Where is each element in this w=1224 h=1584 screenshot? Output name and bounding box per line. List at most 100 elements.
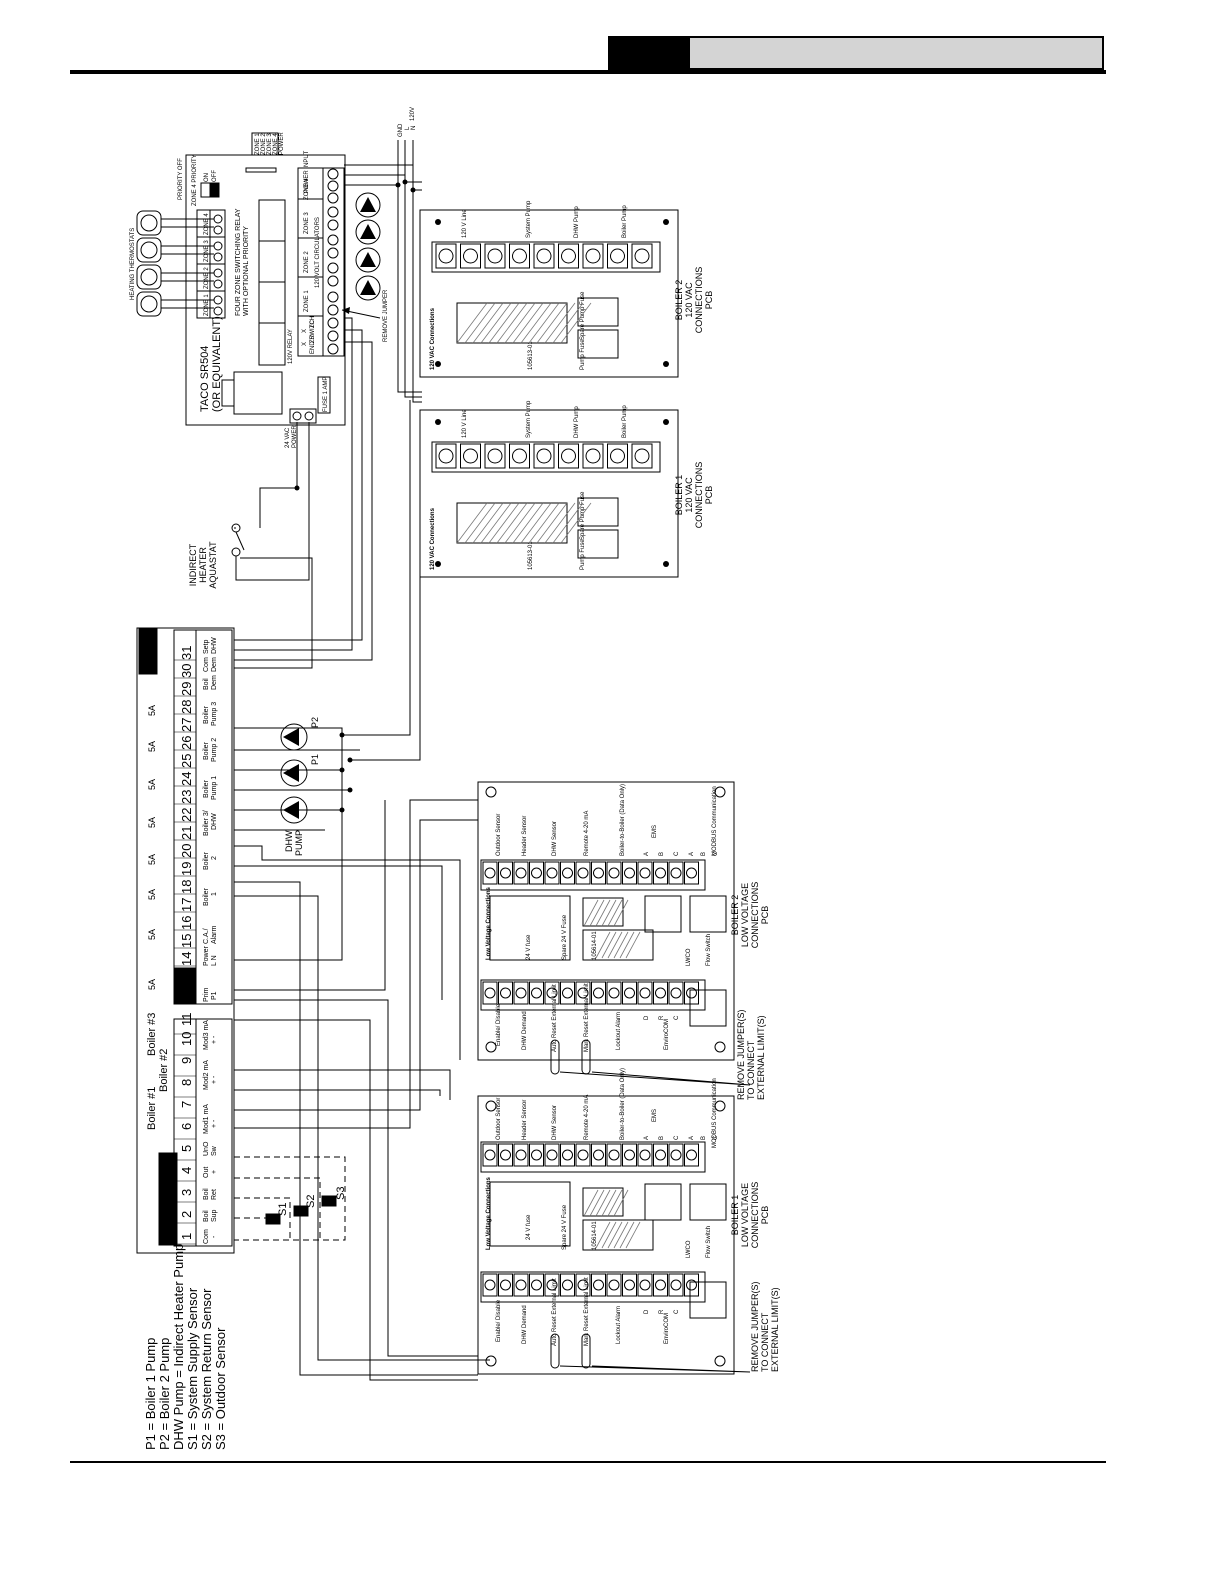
- lv-screw: [686, 987, 697, 999]
- pump-dhw-label-1: DHW: [284, 830, 294, 852]
- pcb120-screw: [561, 448, 576, 464]
- lv-screw-housing: [560, 981, 575, 1005]
- lv-b2-fuse: 24 V fuse: [526, 934, 532, 960]
- power-input-label: POWER INPUT: [304, 150, 310, 193]
- lv-screw: [484, 987, 496, 999]
- pcb120-screw: [634, 248, 650, 264]
- fuse-rating-5: 5A: [147, 817, 157, 828]
- pcb120-hatch: [480, 302, 512, 344]
- svg-text:C: C: [713, 1135, 719, 1140]
- taco-subtitle-line2: WITH OPTIONAL PRIORITY: [243, 226, 250, 316]
- zone4-label: ZONE 4: [204, 213, 210, 235]
- svg-text:120 VAC: 120 VAC: [684, 477, 694, 513]
- lv-b2-spare: Spare 24 V Fuse: [562, 914, 568, 960]
- heating-thermostats: [136, 210, 214, 317]
- pcb120-hatch: [472, 502, 504, 544]
- priority-on-label: ON: [204, 173, 210, 182]
- fuse-rating-8: 5A: [147, 705, 157, 716]
- pcb120-screw-housing: [533, 443, 555, 469]
- lv-screw-housing: [513, 1273, 529, 1297]
- supply-volt: 120V: [410, 107, 416, 121]
- pcb120-screw-housing: [484, 443, 506, 469]
- svg-text:22: 22: [179, 808, 194, 822]
- lv-screw: [515, 867, 527, 879]
- lv-b1-envirocom: EnviroCOM: [664, 1313, 670, 1344]
- lv-screw: [546, 867, 558, 879]
- lv-screw-housing: [668, 1143, 684, 1167]
- lv-screw: [562, 987, 573, 999]
- svg-text:PCB: PCB: [760, 1206, 770, 1225]
- lv-boiler2-label: BOILER 2 LOW VOLTAGE CONNECTIONS PCB: [730, 882, 770, 949]
- pcb120-screw-housing: [582, 243, 604, 269]
- svg-text:1: 1: [211, 892, 218, 896]
- lv-screw-housing: [560, 1273, 575, 1297]
- lv-screw: [593, 867, 604, 879]
- svg-text:REMOVE JUMPER(S): REMOVE JUMPER(S): [750, 1281, 760, 1372]
- lv-screw-housing: [637, 1273, 653, 1297]
- pcb120-b1-line: 120 V Line: [462, 409, 468, 438]
- header-black-tab: [608, 36, 688, 70]
- pcb120-hatch: [504, 502, 536, 544]
- svg-text:Ret: Ret: [211, 1189, 218, 1200]
- led-power-label: POWER: [279, 132, 285, 155]
- priority-off-switch-label: OFF: [212, 170, 218, 182]
- svg-text:Boiler 3/: Boiler 3/: [203, 810, 210, 836]
- system-pumps: [280, 723, 308, 824]
- svg-text:L N: L N: [211, 955, 218, 966]
- svg-text:C: C: [674, 851, 680, 856]
- taco-subtitle: FOUR ZONE SWITCHING RELAY WITH OPTIONAL …: [235, 208, 250, 316]
- lv-screw-housing: [513, 861, 529, 885]
- pcb120-hatch: [560, 502, 592, 544]
- lv-screw-housing: [606, 861, 622, 885]
- pcb120-b2-pumpfuse: Pump Fuse: [580, 339, 586, 370]
- svg-text:R: R: [659, 1015, 665, 1020]
- controller-outline: [136, 627, 235, 1254]
- lv-screw-housing: [482, 1273, 498, 1297]
- pcb120-hatch: [456, 502, 488, 544]
- svg-text:A: A: [644, 852, 650, 856]
- lv-screw-housing: [498, 1273, 513, 1297]
- lv-screw-housing: [622, 1143, 637, 1167]
- svg-text:Dem: Dem: [211, 657, 218, 672]
- svg-text:Man. Reset External Limit: Man. Reset External Limit: [584, 983, 590, 1052]
- pcb120-b2-system: System Pump: [526, 200, 532, 238]
- svg-text:2: 2: [211, 856, 218, 860]
- svg-text:24: 24: [179, 772, 194, 786]
- power-24vac-label-2: POWER: [292, 425, 298, 448]
- svg-text:7: 7: [179, 1101, 194, 1108]
- legend-line-s2: S2 = System Return Sensor: [199, 1288, 214, 1450]
- lv-pcb-boiler2: [477, 781, 735, 1061]
- lv-screw-housing: [606, 981, 622, 1005]
- pcb120-b2-part: 105613-01: [528, 341, 534, 370]
- lv-screw: [577, 987, 589, 999]
- lv-b2-left-terms: Enable/ Disable DHW Demand Auto Reset Ex…: [496, 983, 680, 1052]
- lv-hatch: [589, 1189, 605, 1217]
- lv-screw-housing: [684, 861, 699, 885]
- pcb120-screw: [585, 248, 601, 264]
- lv-screw-housing: [560, 1143, 575, 1167]
- svg-text:10: 10: [179, 1032, 194, 1046]
- pcb120-b2-title: 120 VAC Connections: [430, 307, 436, 370]
- svg-text:Setp: Setp: [203, 639, 210, 654]
- lv-hatch: [625, 931, 641, 959]
- svg-text:DHW Demand: DHW Demand: [522, 1305, 528, 1344]
- pcb120-hatch: [496, 302, 528, 344]
- lv-screw: [577, 1149, 589, 1161]
- pcb120-hatch: [520, 502, 552, 544]
- pcb120-boiler1-label: BOILER 1 120 VAC CONNECTIONS PCB: [674, 462, 714, 529]
- lv-screw-housing: [529, 1273, 544, 1297]
- svg-text:Boiler: Boiler: [203, 887, 210, 906]
- lv-screw-housing: [498, 1143, 513, 1167]
- lv-screw-housing: [668, 1273, 684, 1297]
- lv-screw: [639, 867, 651, 879]
- svg-text:Boiler: Boiler: [203, 779, 210, 798]
- svg-text:Mod3 mA: Mod3 mA: [203, 1020, 210, 1050]
- svg-text:Remote 4-20 mA: Remote 4-20 mA: [584, 811, 590, 856]
- svg-text:19: 19: [179, 862, 194, 876]
- lv-hatch: [613, 1221, 629, 1249]
- lv-hatch: [595, 899, 611, 927]
- lv-hatch: [595, 931, 611, 959]
- lv-screw-housing: [560, 861, 575, 885]
- lv-hatch: [595, 1189, 611, 1217]
- pump-p2-label: P2: [310, 717, 320, 728]
